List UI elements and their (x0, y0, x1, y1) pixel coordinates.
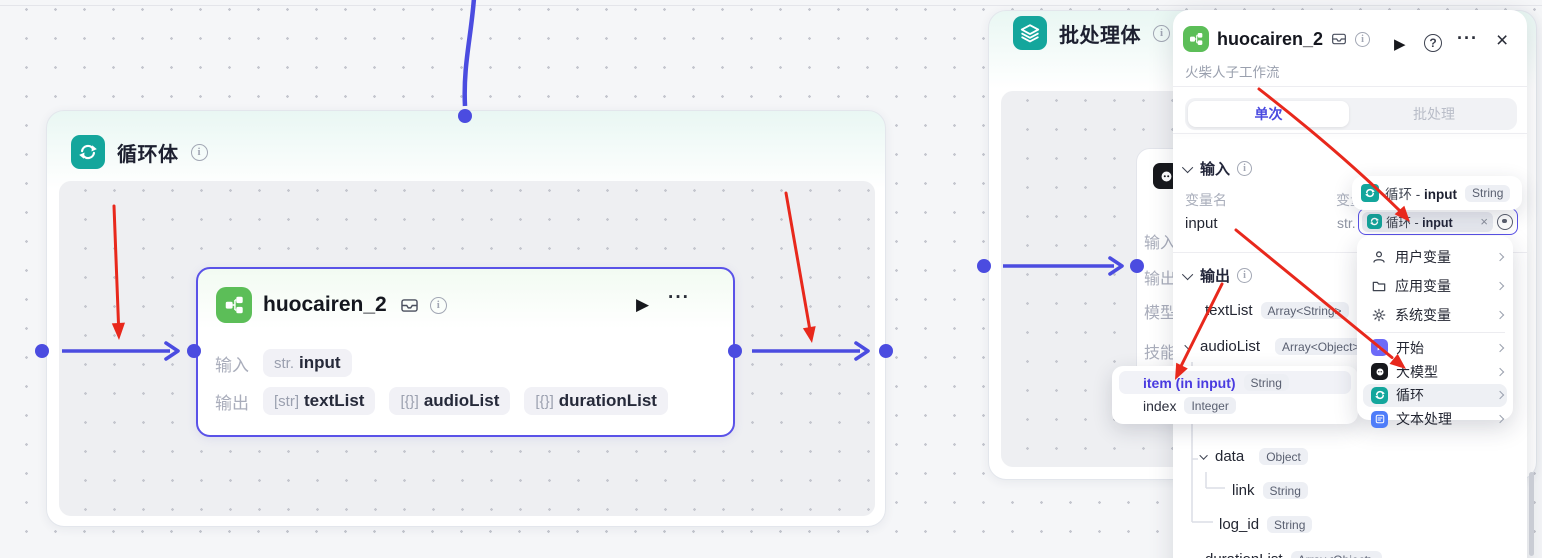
chevron-right-icon (1495, 252, 1505, 261)
menu-item-llm[interactable]: 大模型 (1363, 360, 1507, 384)
node-output-label: 输出 (215, 393, 249, 413)
output-item[interactable]: audioList Array<Object> (1184, 338, 1367, 355)
tab-single[interactable]: 单次 (1188, 101, 1349, 127)
loop-icon (1371, 386, 1388, 404)
chevron-down-icon[interactable] (1181, 268, 1194, 280)
info-icon[interactable]: i (1355, 31, 1371, 47)
edge-top-incoming[interactable] (462, 0, 477, 107)
popover-row-item[interactable]: item (in input) String (1119, 371, 1351, 394)
chevron-right-icon (1495, 367, 1505, 376)
menu-divider (1365, 332, 1505, 333)
menu-item-user-vars[interactable]: 用户变量 (1363, 242, 1507, 271)
canvas-top-divider (0, 5, 1542, 6)
output-tag[interactable]: [{}] durationList (524, 387, 668, 415)
loop-icon (1361, 184, 1379, 202)
type-badge: Array<Object> (1290, 551, 1382, 558)
panel-scrollbar[interactable] (1529, 472, 1534, 556)
divider (1173, 133, 1527, 134)
panel-subtitle: 火柴人子工作流 (1185, 65, 1280, 80)
output-section-header[interactable]: 输出 i (1181, 265, 1253, 286)
chevron-right-icon (1495, 310, 1505, 319)
text-processing-icon (1371, 410, 1388, 428)
type-badge: String (1267, 516, 1313, 533)
output-tag[interactable]: [{}] audioList (389, 387, 511, 415)
help-button[interactable]: ? (1424, 34, 1442, 52)
info-icon[interactable]: i (190, 143, 208, 161)
type-badge: Integer (1184, 397, 1236, 414)
loop-item-popover: item (in input) String index Integer (1112, 366, 1358, 424)
output-item[interactable]: data Object (1199, 448, 1308, 465)
mail-icon (1332, 33, 1346, 45)
loop-icon (1367, 214, 1382, 229)
type-badge: String (1243, 374, 1289, 391)
divider (1173, 86, 1527, 87)
info-icon[interactable]: i (1153, 24, 1170, 42)
folder-icon (1372, 281, 1386, 291)
variable-ref-chip[interactable]: 循环 - input × (1362, 211, 1493, 232)
variable-name: input (1185, 215, 1218, 232)
chevron-down-icon[interactable] (1181, 161, 1194, 173)
type-badge: String (1262, 482, 1308, 499)
node-input-label: 输入 (215, 355, 249, 375)
remove-ref-icon[interactable]: × (1480, 214, 1488, 229)
hidden-row-label: 模型 (1144, 305, 1177, 322)
chevron-right-icon (1495, 343, 1505, 353)
output-item[interactable]: link String (1232, 482, 1308, 499)
info-icon[interactable]: i (429, 296, 447, 314)
run-button[interactable]: ▶ (1394, 36, 1406, 53)
tab-batch[interactable]: 批处理 (1413, 106, 1455, 122)
loop-node-title: 循环体 (117, 143, 179, 166)
hidden-row-label: 输出 (1144, 271, 1177, 288)
type-badge: Array<String> (1260, 302, 1349, 319)
start-icon (1371, 339, 1388, 357)
subworkflow-icon (216, 287, 252, 323)
info-icon[interactable]: i (1237, 161, 1253, 176)
more-options-button[interactable]: ··· (668, 287, 690, 308)
run-mode-tabs[interactable]: 单次 批处理 (1185, 98, 1517, 130)
more-options-button[interactable]: ··· (1457, 28, 1478, 48)
chevron-right-icon (1495, 415, 1505, 424)
variable-value-field[interactable]: 循环 - input × (1358, 208, 1518, 235)
variable-source-menu[interactable]: 用户变量 应用变量 系统变量 (1357, 236, 1513, 428)
output-item[interactable]: durationList Array<Object> (1205, 551, 1382, 558)
batch-node-title: 批处理体 (1059, 24, 1141, 47)
output-tag[interactable]: [str] textList (263, 387, 376, 415)
menu-item-app-vars[interactable]: 应用变量 (1363, 271, 1507, 300)
subworkflow-node-huocairen[interactable]: huocairen_2 i ▶ ··· 输入 str. input 输出 [st… (196, 267, 735, 437)
locate-ref-icon[interactable] (1497, 213, 1513, 230)
hidden-row-label: 输入 (1144, 235, 1177, 252)
menu-item-loop[interactable]: 循环 (1363, 383, 1507, 408)
chevron-right-icon (1495, 281, 1505, 290)
input-tag[interactable]: str. input (263, 349, 352, 377)
input-section-header[interactable]: 输入 i (1181, 158, 1253, 179)
run-node-button[interactable]: ▶ (636, 295, 650, 314)
mail-icon (400, 298, 418, 312)
menu-item-system-vars[interactable]: 系统变量 (1363, 300, 1507, 329)
ref-tooltip: 循环 - input String (1352, 176, 1522, 210)
loop-icon (71, 135, 105, 169)
info-icon[interactable]: i (1237, 268, 1253, 283)
menu-item-text-processing[interactable]: 文本处理 (1363, 407, 1507, 431)
output-item[interactable]: log_id String (1219, 516, 1313, 533)
popover-row-index[interactable]: index Integer (1119, 394, 1351, 417)
subworkflow-icon (1183, 26, 1209, 52)
chevron-down-icon[interactable] (1184, 340, 1193, 350)
gear-icon (1372, 308, 1386, 321)
close-button[interactable]: × (1496, 29, 1509, 52)
type-badge: Array<Object> (1275, 338, 1367, 355)
column-header-name: 变量名 (1185, 192, 1227, 208)
panel-title: huocairen_2 (1217, 28, 1324, 49)
variable-type: str. (1337, 215, 1356, 231)
type-badge: Object (1259, 448, 1308, 465)
type-badge: String (1465, 184, 1511, 202)
chevron-right-icon (1495, 391, 1505, 400)
batch-icon (1013, 16, 1047, 50)
output-item[interactable]: textList Array<String> (1205, 302, 1349, 319)
menu-item-start[interactable]: 开始 (1363, 336, 1507, 360)
chevron-down-icon[interactable] (1199, 450, 1208, 460)
llm-icon (1371, 363, 1388, 381)
user-icon (1373, 250, 1385, 263)
hidden-row-label: 技能 (1144, 345, 1177, 362)
node-title: huocairen_2 (263, 293, 387, 316)
